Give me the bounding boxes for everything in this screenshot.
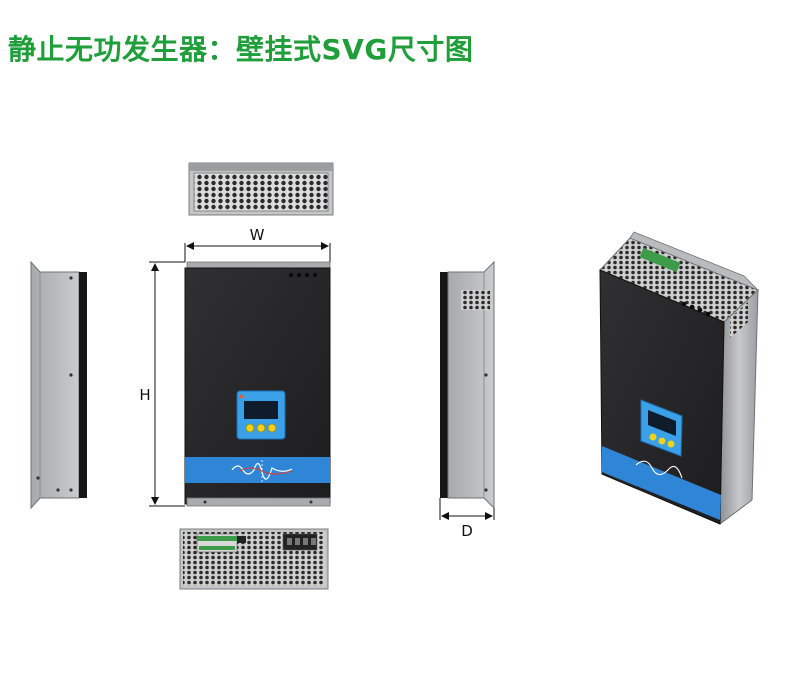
left-side-view — [30, 260, 87, 510]
perspective-view — [599, 231, 759, 526]
page-title: 静止无功发生器：壁挂式SVG尺寸图 — [8, 33, 474, 66]
top-view — [188, 162, 334, 216]
depth-label: D — [461, 522, 473, 540]
depth-dimension: D — [439, 498, 495, 540]
height-label: H — [139, 386, 150, 404]
front-view — [184, 261, 331, 507]
width-label: W — [250, 226, 265, 244]
width-dimension: W — [184, 226, 331, 262]
height-dimension: H — [139, 261, 185, 507]
bottom-view — [179, 528, 329, 590]
right-side-view — [440, 260, 495, 510]
